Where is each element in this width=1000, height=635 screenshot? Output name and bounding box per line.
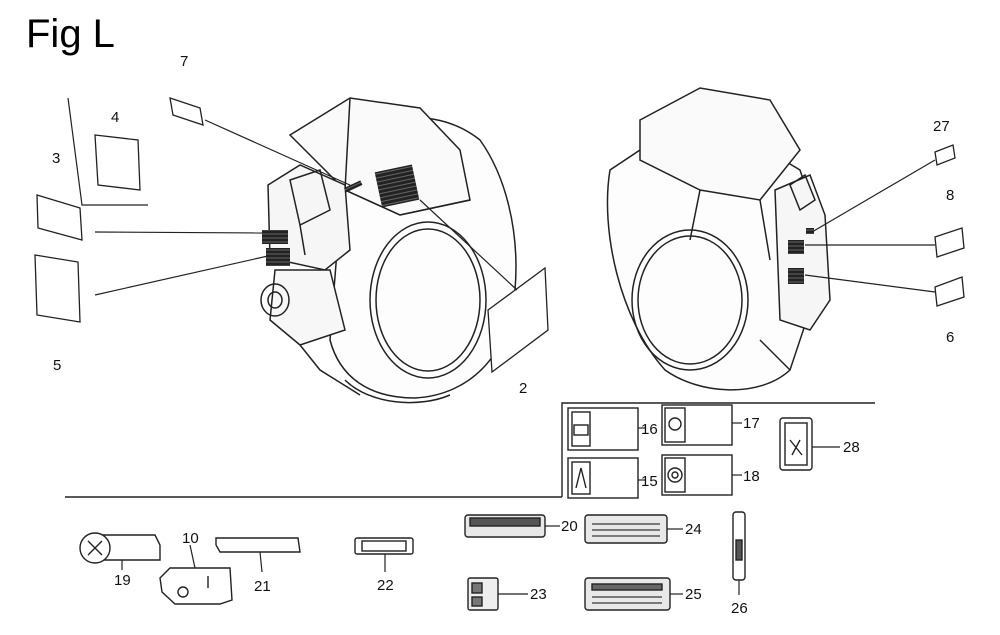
- decal-21: [215, 537, 301, 553]
- callout-24: 24: [685, 521, 702, 538]
- callout-2: 2: [519, 380, 527, 397]
- decal-27-on-engine: [806, 228, 814, 234]
- decal-23: [467, 577, 499, 611]
- callout-18: 18: [743, 468, 760, 485]
- decal-6: [934, 276, 965, 307]
- engine-left: [260, 97, 517, 404]
- decal-8-on-engine: [788, 240, 804, 254]
- decal-16: [567, 407, 639, 451]
- callout-20: 20: [561, 518, 578, 535]
- decal-4: [94, 134, 141, 191]
- callout-10: 10: [182, 530, 199, 547]
- callout-23: 23: [530, 586, 547, 603]
- decal-3: [36, 194, 83, 241]
- callout-17: 17: [743, 415, 760, 432]
- decal-7-on-engine: [343, 180, 363, 193]
- decal-2-on-engine: [374, 164, 420, 208]
- decal-10: [159, 567, 233, 605]
- callout-16: 16: [641, 421, 658, 438]
- callout-21: 21: [254, 578, 271, 595]
- callout-4: 4: [111, 109, 119, 126]
- callout-27: 27: [933, 118, 950, 135]
- decal-19: [79, 532, 161, 564]
- decal-2: [487, 266, 549, 374]
- callout-3: 3: [52, 150, 60, 167]
- decal-25: [584, 577, 671, 611]
- callout-19: 19: [114, 572, 131, 589]
- callout-5: 5: [53, 357, 61, 374]
- decal-3-on-engine: [262, 230, 288, 244]
- decal-20: [464, 514, 546, 538]
- callout-22: 22: [377, 577, 394, 594]
- engine-right: [606, 87, 831, 391]
- decal-17: [661, 404, 733, 446]
- decal-22: [354, 537, 414, 555]
- decal-28: [779, 417, 813, 471]
- decal-18: [661, 454, 733, 496]
- callout-6: 6: [946, 329, 954, 346]
- callout-25: 25: [685, 586, 702, 603]
- decal-24: [584, 514, 668, 544]
- callout-28: 28: [843, 439, 860, 456]
- decal-8: [934, 227, 965, 258]
- callout-15: 15: [641, 473, 658, 490]
- decal-5: [34, 254, 81, 323]
- decal-6-on-engine: [788, 268, 804, 284]
- decal-26: [732, 511, 746, 581]
- decal-27: [934, 144, 956, 166]
- callout-7: 7: [180, 53, 188, 70]
- section-dividers: [65, 402, 875, 498]
- callout-8: 8: [946, 187, 954, 204]
- callout-26: 26: [731, 600, 748, 617]
- decal-15: [567, 457, 639, 499]
- decal-7: [169, 97, 204, 126]
- decal-5-on-engine: [266, 248, 290, 266]
- figure-title: Fig L: [26, 12, 115, 56]
